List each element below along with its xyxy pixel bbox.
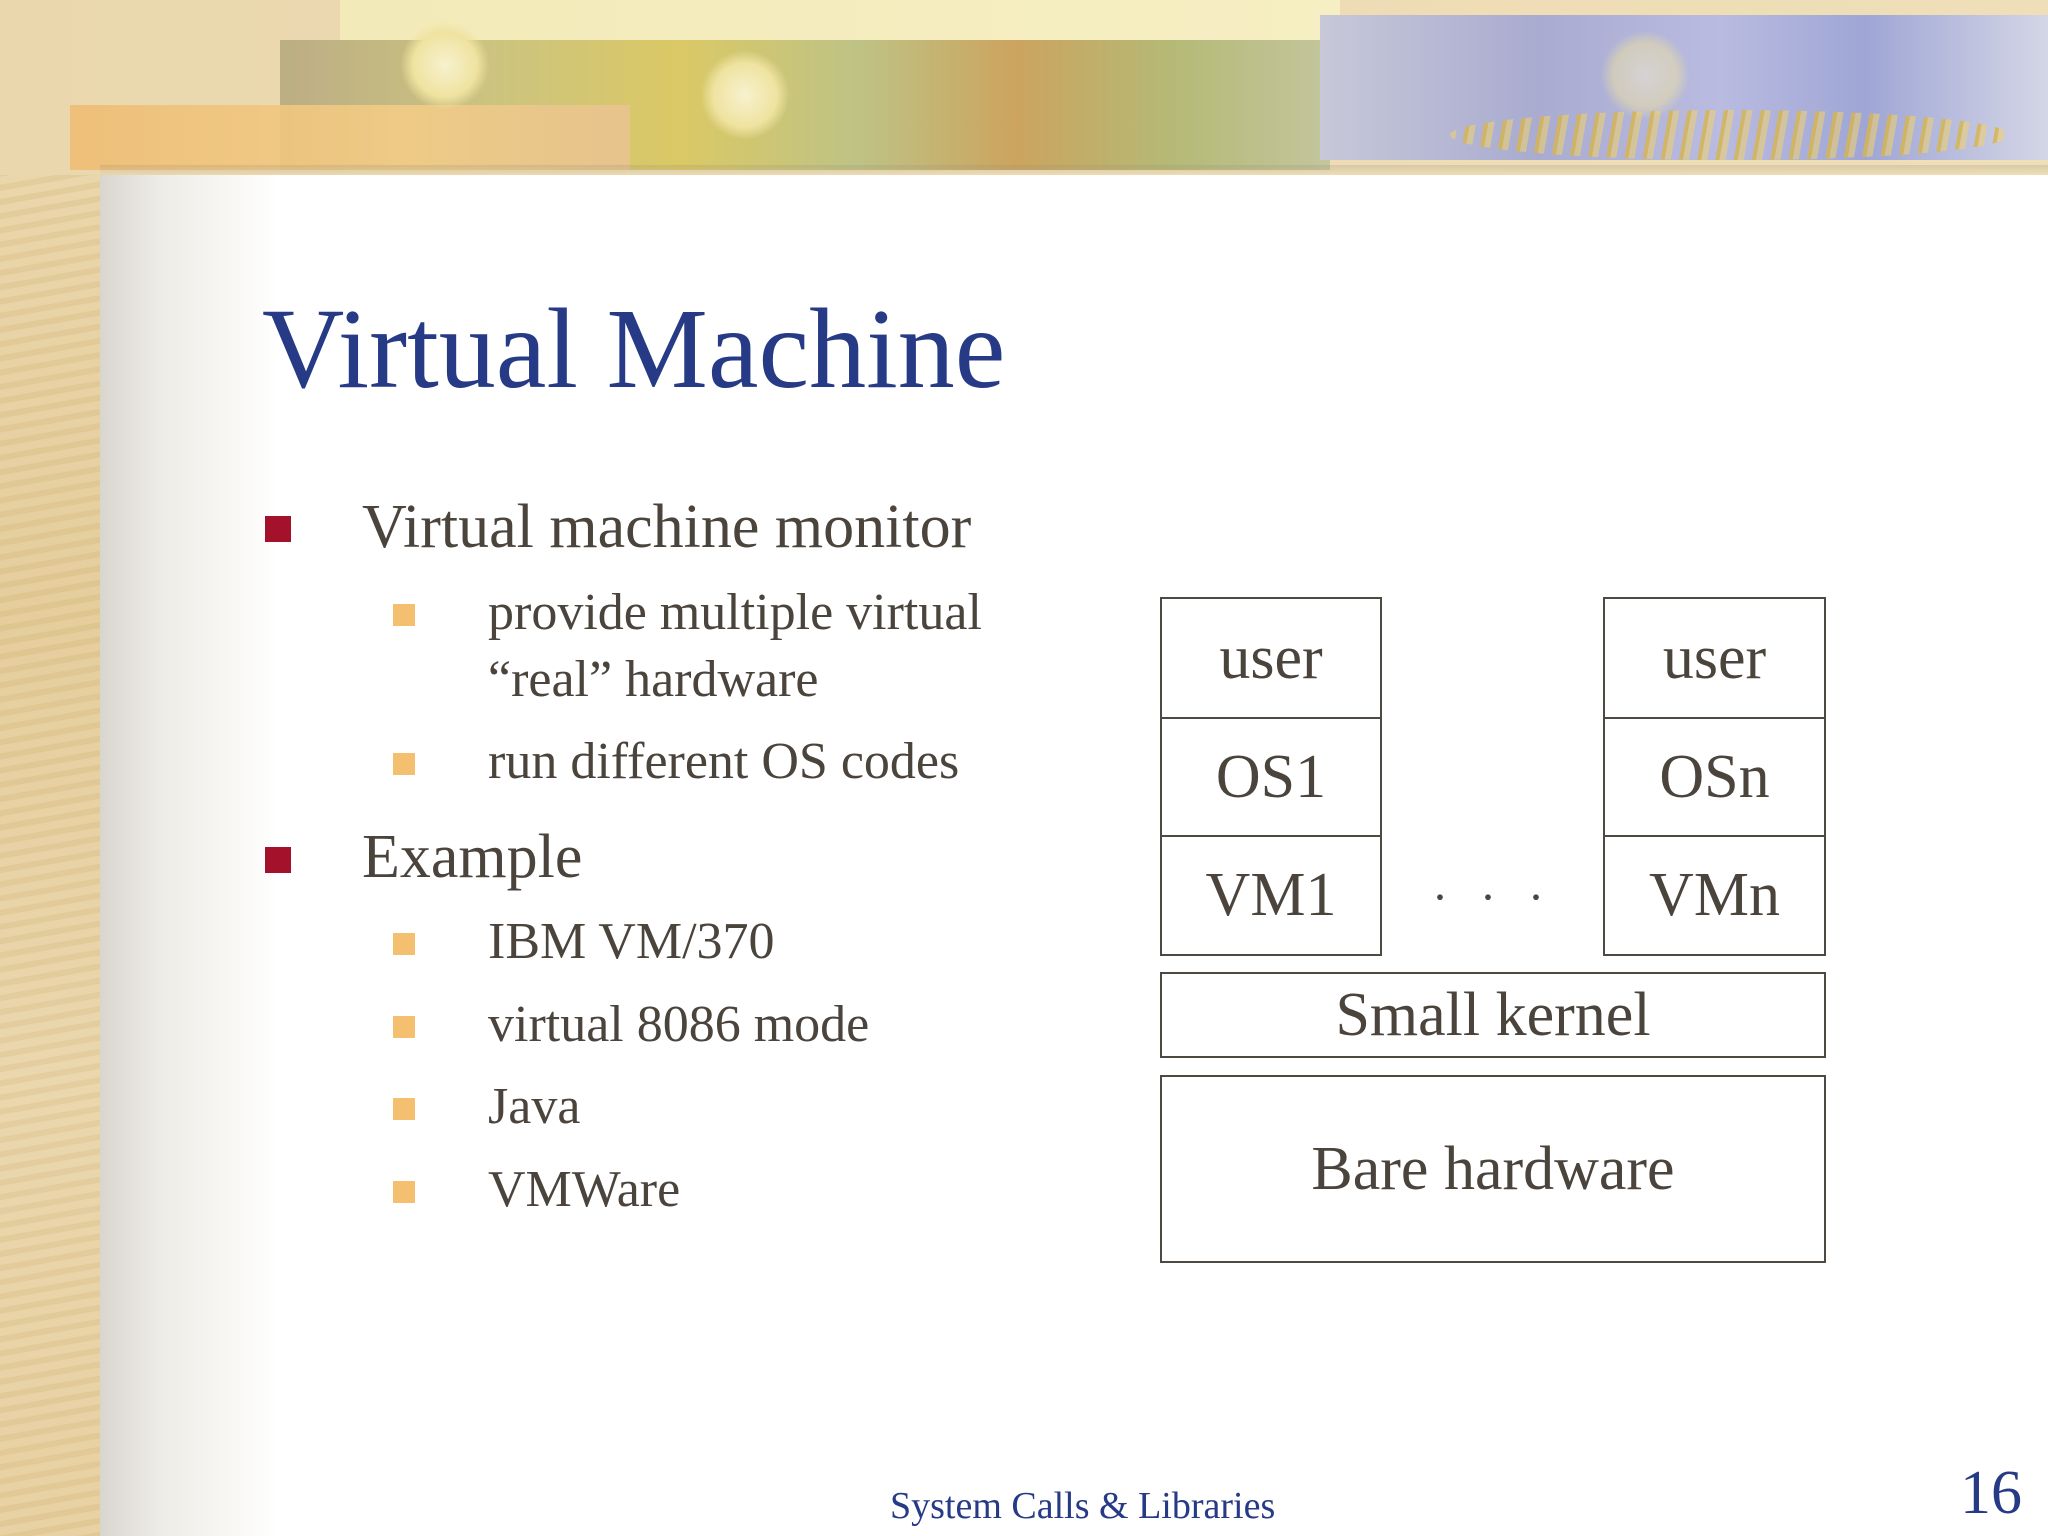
slide-body bbox=[100, 170, 2048, 1536]
left-decorative-strip bbox=[0, 0, 100, 1536]
sub-bullet-square-icon bbox=[393, 753, 415, 775]
right-vm-box: VMn bbox=[1603, 835, 1826, 956]
left-vm-box: VM1 bbox=[1160, 835, 1382, 956]
sub-bullet-square-icon bbox=[393, 1098, 415, 1120]
ellipsis: · · · bbox=[1432, 871, 1554, 924]
sub-bullet-multiple-virtual-line1: provide multiple virtual bbox=[488, 584, 982, 641]
bullet-vmm: Virtual machine monitor bbox=[362, 493, 972, 561]
sub-bullet-square-icon bbox=[393, 1181, 415, 1203]
right-user-box: user bbox=[1603, 597, 1826, 719]
bullet-example: Example bbox=[362, 823, 583, 891]
sub-bullet-square-icon bbox=[393, 1016, 415, 1038]
sub-bullet-java: Java bbox=[488, 1078, 581, 1135]
sub-bullet-square-icon bbox=[393, 933, 415, 955]
page-number: 16 bbox=[1960, 1459, 2022, 1527]
slide-title: Virtual Machine bbox=[262, 285, 1006, 412]
left-user-box: user bbox=[1160, 597, 1382, 719]
sub-bullet-square-icon bbox=[393, 604, 415, 626]
bare-hardware-box: Bare hardware bbox=[1160, 1075, 1826, 1263]
right-os-box: OSn bbox=[1603, 717, 1826, 837]
sub-bullet-different-os: run different OS codes bbox=[488, 733, 960, 790]
slide-footer: System Calls & Libraries bbox=[890, 1485, 1276, 1527]
bullet-square-icon bbox=[265, 516, 291, 542]
sub-bullet-8086: virtual 8086 mode bbox=[488, 996, 870, 1053]
header-banner-image bbox=[0, 0, 2048, 175]
sub-bullet-multiple-virtual-line2: “real” hardware bbox=[488, 651, 819, 708]
left-os-box: OS1 bbox=[1160, 717, 1382, 837]
sub-bullet-vmware: VMWare bbox=[488, 1161, 681, 1218]
small-kernel-box: Small kernel bbox=[1160, 972, 1826, 1058]
sub-bullet-ibm: IBM VM/370 bbox=[488, 913, 775, 970]
bullet-square-icon bbox=[265, 847, 291, 873]
